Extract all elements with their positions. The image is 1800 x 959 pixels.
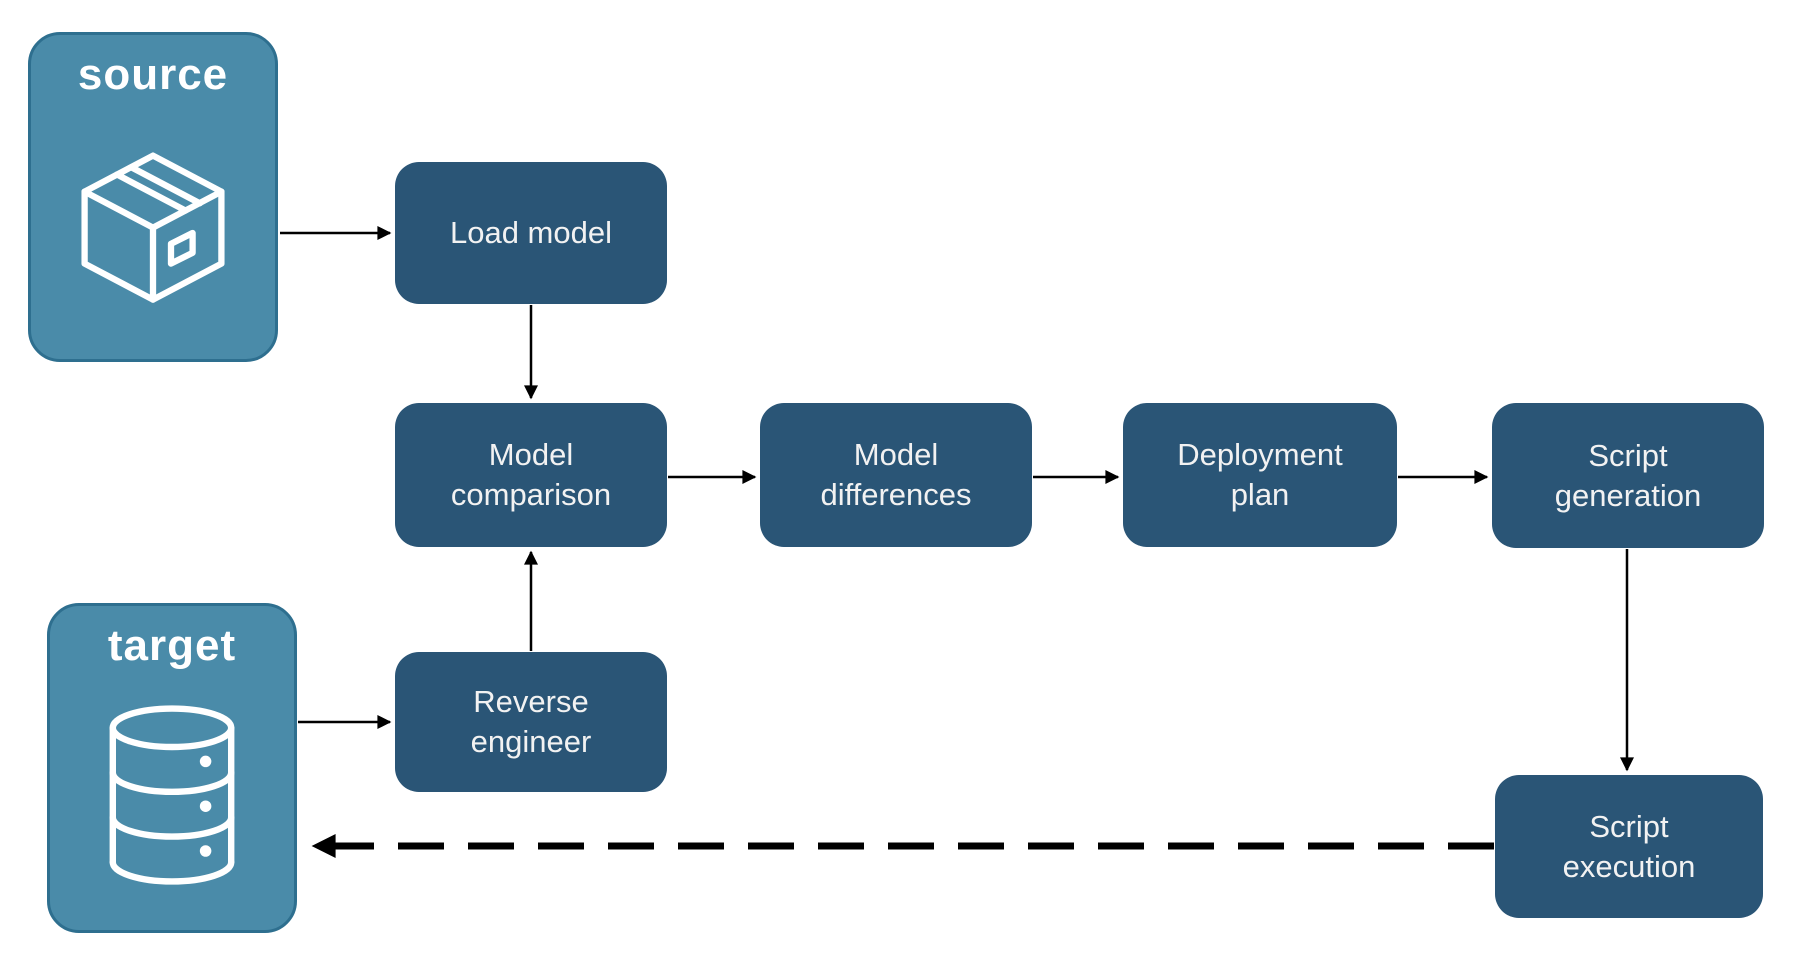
node-load-model: Load model	[395, 162, 667, 304]
node-reverse-engineer: Reverse engineer	[395, 652, 667, 792]
entity-source: source	[28, 32, 278, 362]
database-icon	[50, 670, 294, 930]
source-label: source	[77, 50, 229, 99]
package-icon	[31, 99, 275, 359]
entity-target: target	[47, 603, 297, 933]
node-model-comparison: Model comparison	[395, 403, 667, 547]
node-deployment-plan: Deployment plan	[1123, 403, 1397, 547]
node-model-differences: Model differences	[760, 403, 1032, 547]
node-script-execution: Script execution	[1495, 775, 1763, 918]
node-script-generation: Script generation	[1492, 403, 1764, 548]
target-label: target	[107, 621, 237, 670]
